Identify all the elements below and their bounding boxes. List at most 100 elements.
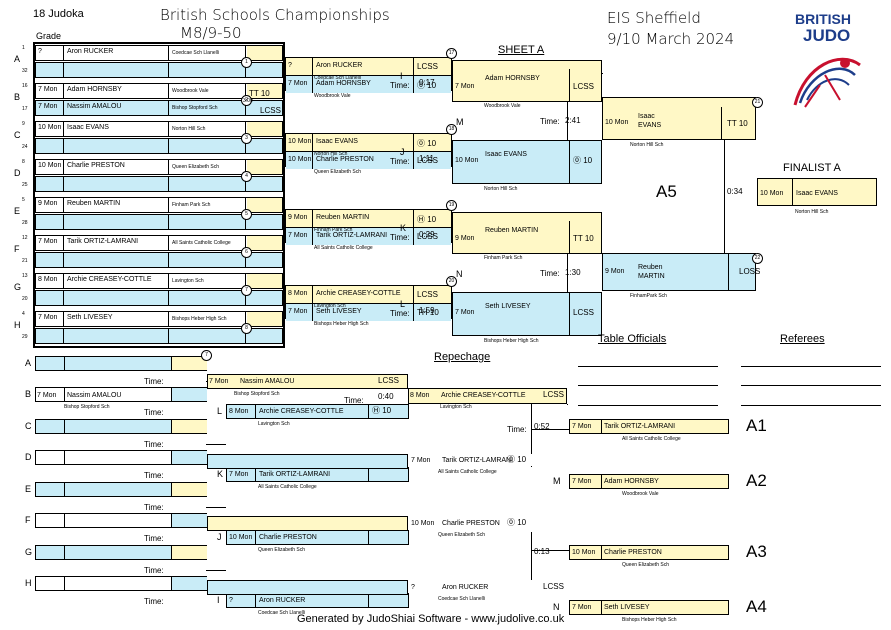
score-box: [247, 291, 282, 305]
school-bottom: Norton Hill Sch: [484, 186, 518, 192]
grade: 10 Mon: [286, 134, 313, 151]
competitor-name: [65, 63, 169, 77]
finalist-box[interactable]: 10 Mon Isaac EVANS: [757, 178, 877, 206]
placement-letter: N: [553, 602, 560, 612]
repechage-slot[interactable]: [35, 482, 207, 497]
event-title: British Schools Championships: [160, 6, 390, 24]
repechage-slot[interactable]: [35, 419, 207, 434]
round1-bot-competitor[interactable]: [35, 214, 283, 230]
competitor-name: Tarik ORTIZ-LAMRANI: [314, 228, 414, 245]
repechage-slot[interactable]: [35, 387, 207, 402]
school-bottom: Woodbrook Vale: [314, 93, 351, 99]
grade: 7 Mon: [286, 304, 313, 321]
bracket-line: [567, 102, 568, 140]
placement-a3: A3: [746, 542, 767, 561]
repechage-slot[interactable]: [35, 576, 207, 591]
repechage-r2-slot[interactable]: [207, 580, 408, 595]
rep-letter: J: [217, 532, 222, 542]
competitor-name: Isaac EVANS: [65, 122, 169, 136]
round1-bot-competitor[interactable]: [35, 290, 283, 306]
competitor-name: Aron RUCKER: [314, 58, 414, 75]
repechage-r3-slot[interactable]: [408, 388, 567, 404]
repechage-r2-slot[interactable]: [207, 516, 408, 531]
school: Bishop Stopford Sch: [170, 101, 246, 115]
competitor-name: Reuben MARTIN: [314, 210, 414, 227]
repechage-r2-slot[interactable]: [207, 454, 408, 469]
rep-num: 7: [201, 350, 212, 361]
rep-school: Queen Elizabeth Sch: [438, 532, 485, 538]
semi-final-bottom[interactable]: 9 Mon Reuben MARTIN LOSS: [602, 253, 760, 291]
draw-number-top: 16: [22, 83, 28, 89]
repechage-slot[interactable]: [35, 356, 207, 371]
bracket-line: [602, 73, 603, 74]
round1-bot-competitor[interactable]: [35, 62, 283, 78]
match-time: 1:59: [419, 306, 435, 315]
rep-time: 0:13: [534, 547, 550, 556]
repechage-slot[interactable]: [35, 513, 207, 528]
rep-school: Queen Elizabeth Sch: [258, 547, 305, 553]
round1-match-number: 7: [241, 285, 252, 296]
placement-school: All Saints Catholic College: [622, 436, 681, 442]
rep-time: 0:40: [378, 392, 394, 401]
round1-bot-competitor[interactable]: [35, 138, 283, 154]
school: [170, 177, 246, 191]
british-judo-logo: BRITISH JUDO: [785, 10, 869, 110]
grade: [36, 139, 64, 153]
grade: 7 Mon: [286, 76, 313, 93]
repechage-slot[interactable]: [35, 545, 207, 560]
round1-bot-competitor[interactable]: [35, 176, 283, 192]
school-bottom: All Saints Catholic College: [314, 245, 373, 251]
score-box: [247, 177, 282, 191]
competitor-name: [65, 139, 169, 153]
venue: EIS Sheffield: [607, 9, 701, 27]
round1-b-time: 3:00: [243, 98, 253, 104]
rep-score: ⓪ 10: [507, 455, 527, 464]
repechage-r2-slot[interactable]: [207, 374, 408, 389]
score-box: [247, 139, 282, 153]
repechage-row-h: H: [25, 578, 32, 588]
time-label: Time:: [344, 396, 364, 405]
competitor-name: Isaac EVANS: [314, 134, 414, 151]
time-label: Time:: [390, 81, 410, 90]
competitor-name: Adam HORNSBY: [65, 84, 169, 98]
repechage-r1-slot[interactable]: ?Aron RUCKER: [226, 593, 409, 608]
round1-bot-competitor[interactable]: [35, 328, 283, 344]
time-label: Time:: [390, 157, 410, 166]
repechage-slot[interactable]: [35, 450, 207, 465]
semi-final-top[interactable]: 10 Mon Isaac EVANS TT 10: [602, 97, 756, 140]
round1-bot-competitor[interactable]: [35, 252, 283, 268]
category-label: 18 Judoka: [33, 8, 84, 20]
